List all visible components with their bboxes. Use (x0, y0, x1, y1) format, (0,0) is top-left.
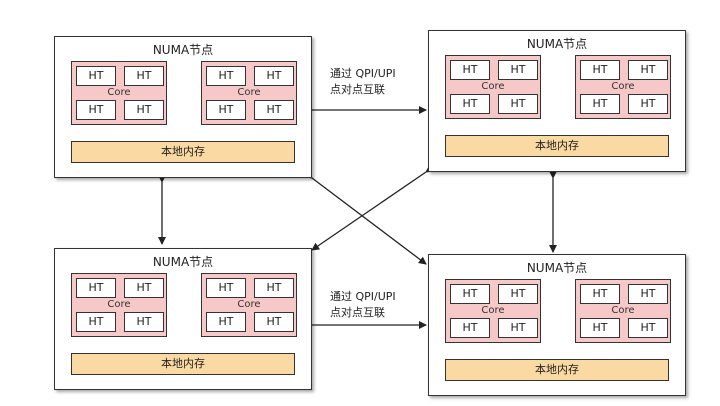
numa-node-title: NUMA节点 (526, 37, 588, 51)
ht-thread: HT (76, 312, 116, 332)
core-label: Core (107, 299, 131, 310)
core-label: Core (481, 305, 505, 316)
link-label-bottom-line2: 点对点互联 (330, 306, 385, 319)
numa-node-top-right: NUMA节点 HT HT Core HT HT HT HT Core HT HT… (428, 30, 686, 172)
local-memory: 本地内存 (71, 353, 295, 375)
ht-thread: HT (206, 312, 246, 332)
link-label-top: 通过 QPI/UPI 点对点互联 (330, 66, 396, 98)
ht-thread: HT (498, 94, 538, 114)
local-memory: 本地内存 (445, 359, 669, 381)
ht-thread: HT (498, 284, 538, 304)
core-label: Core (237, 87, 261, 98)
core-block: HT HT Core HT HT (575, 55, 671, 119)
core-label: Core (237, 299, 261, 310)
ht-thread: HT (580, 318, 620, 338)
link-label-bottom: 通过 QPI/UPI 点对点互联 (330, 289, 396, 321)
ht-thread: HT (254, 100, 294, 120)
ht-thread: HT (124, 278, 164, 298)
numa-node-bottom-left: NUMA节点 HT HT Core HT HT HT HT Core HT HT… (54, 248, 312, 390)
core-block: HT HT Core HT HT (71, 61, 167, 125)
ht-thread: HT (450, 284, 490, 304)
ht-thread: HT (206, 100, 246, 120)
ht-thread: HT (580, 284, 620, 304)
link-label-top-line1: 通过 QPI/UPI (330, 67, 396, 80)
core-block: HT HT Core HT HT (575, 279, 671, 343)
core-block: HT HT Core HT HT (445, 279, 541, 343)
ht-thread: HT (498, 318, 538, 338)
link-label-bottom-line1: 通过 QPI/UPI (330, 290, 396, 303)
ht-thread: HT (580, 94, 620, 114)
core-block: HT HT Core HT HT (445, 55, 541, 119)
ht-thread: HT (628, 318, 668, 338)
ht-thread: HT (254, 312, 294, 332)
ht-thread: HT (450, 94, 490, 114)
ht-thread: HT (124, 66, 164, 86)
link-label-top-line2: 点对点互联 (330, 83, 385, 96)
ht-thread: HT (76, 66, 116, 86)
local-memory: 本地内存 (445, 135, 669, 157)
ht-thread: HT (76, 278, 116, 298)
numa-node-top-left: NUMA节点 HT HT Core HT HT HT HT Core HT HT… (54, 36, 312, 178)
ht-thread: HT (628, 94, 668, 114)
ht-thread: HT (124, 312, 164, 332)
core-label: Core (611, 305, 635, 316)
arrow-diagonal-tr-bl (311, 164, 435, 251)
ht-thread: HT (628, 284, 668, 304)
ht-thread: HT (206, 66, 246, 86)
ht-thread: HT (450, 318, 490, 338)
ht-thread: HT (124, 100, 164, 120)
arrow-diagonal-tl-br (304, 170, 427, 265)
core-block: HT HT Core HT HT (201, 61, 297, 125)
core-label: Core (107, 87, 131, 98)
local-memory: 本地内存 (71, 141, 295, 163)
ht-thread: HT (450, 60, 490, 80)
ht-thread: HT (254, 278, 294, 298)
ht-thread: HT (206, 278, 246, 298)
ht-thread: HT (254, 66, 294, 86)
ht-thread: HT (628, 60, 668, 80)
core-block: HT HT Core HT HT (71, 273, 167, 337)
numa-node-title: NUMA节点 (526, 261, 588, 275)
numa-node-bottom-right: NUMA节点 HT HT Core HT HT HT HT Core HT HT… (428, 254, 686, 396)
core-label: Core (481, 81, 505, 92)
numa-node-title: NUMA节点 (152, 43, 214, 57)
numa-node-title: NUMA节点 (152, 255, 214, 269)
core-label: Core (611, 81, 635, 92)
core-block: HT HT Core HT HT (201, 273, 297, 337)
ht-thread: HT (76, 100, 116, 120)
ht-thread: HT (580, 60, 620, 80)
ht-thread: HT (498, 60, 538, 80)
